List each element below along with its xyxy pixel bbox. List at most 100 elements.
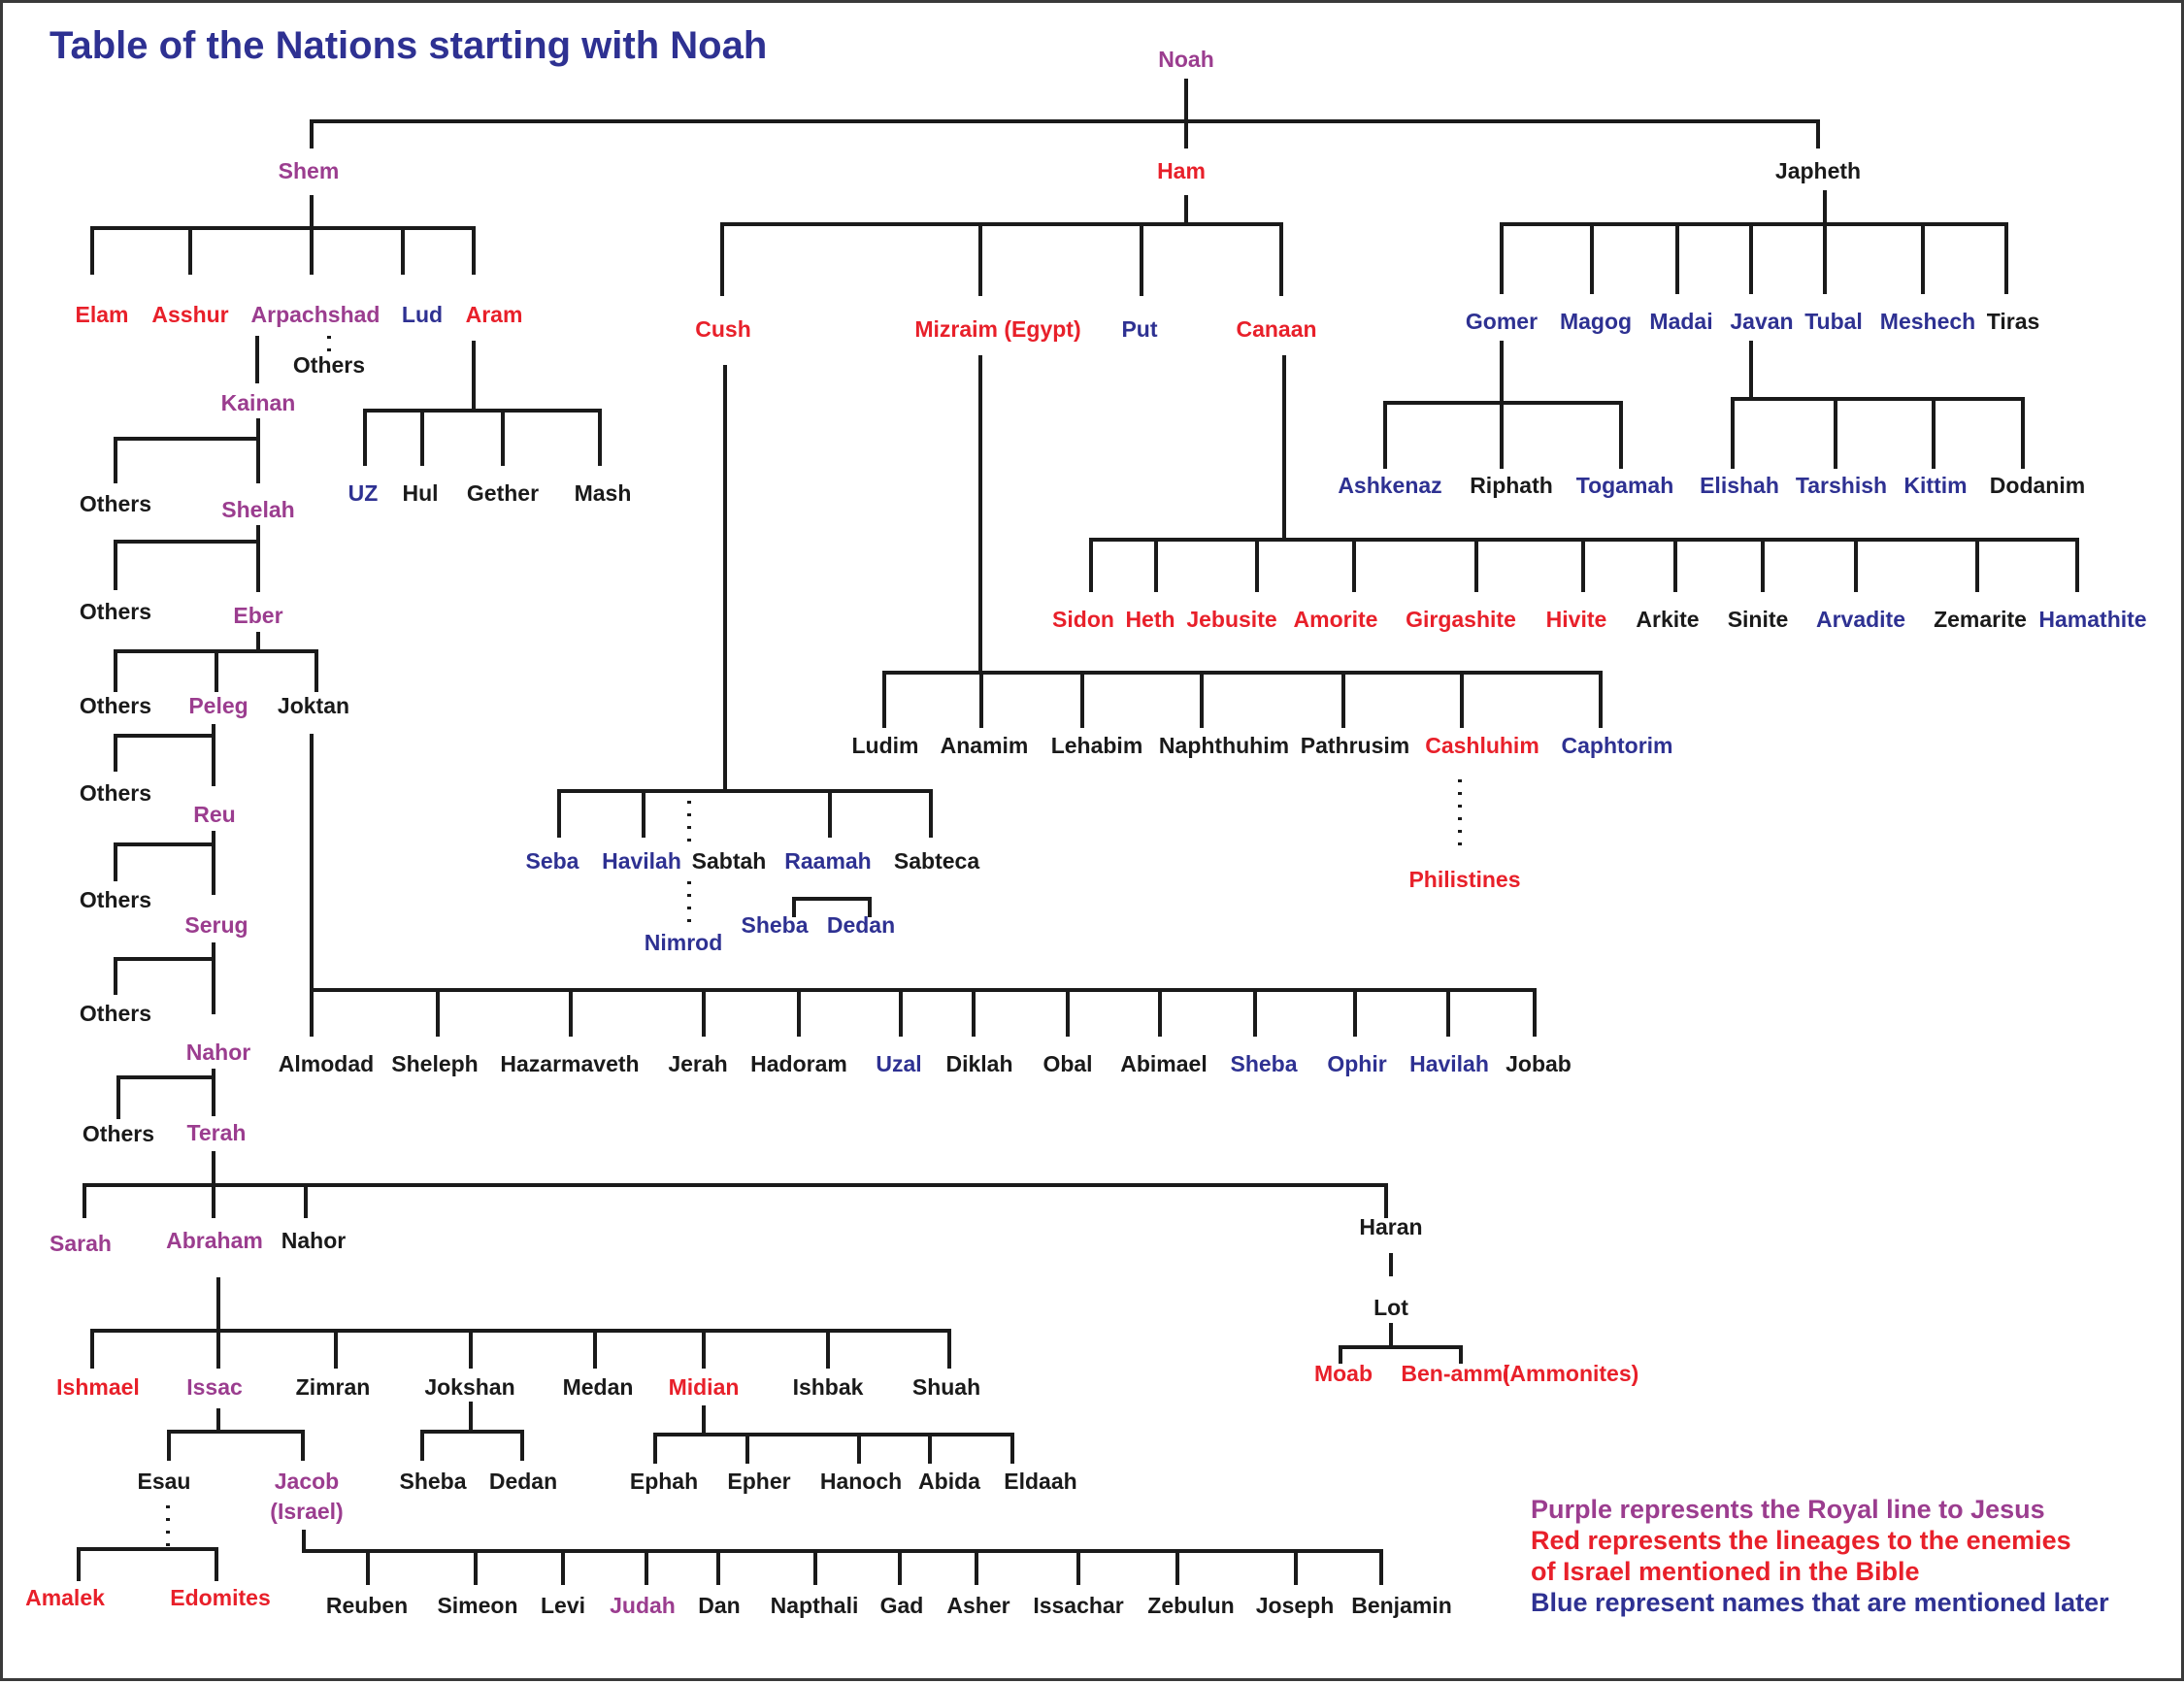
person-issac: Issac	[186, 1374, 243, 1400]
person-noah: Noah	[1158, 47, 1214, 72]
person-hanoch: Hanoch	[820, 1469, 902, 1494]
person-ham: Ham	[1157, 158, 1206, 183]
person-jokshan: Jokshan	[424, 1374, 514, 1400]
person-dedan-son-of-jokshan: Dedan	[489, 1469, 557, 1494]
person-nahor: Nahor	[186, 1040, 251, 1065]
legend-red-line1: Red represents the lineages to the enemi…	[1531, 1526, 2071, 1555]
person-madai: Madai	[1649, 309, 1712, 334]
person-levi: Levi	[541, 1593, 585, 1618]
person-medan: Medan	[563, 1374, 634, 1400]
person-lehabim: Lehabim	[1051, 733, 1143, 758]
person-kittim: Kittim	[1903, 473, 1967, 498]
person-nimrod: Nimrod	[645, 930, 723, 955]
person-ishbak: Ishbak	[793, 1374, 864, 1400]
person-others-shelah: Others	[80, 599, 151, 624]
person-caphtorim: Caphtorim	[1562, 733, 1673, 758]
person-anamim: Anamim	[941, 733, 1029, 758]
person-esau: Esau	[138, 1469, 191, 1494]
person-sabtah: Sabtah	[692, 848, 767, 874]
legend-red-line2: of Israel mentioned in the Bible	[1531, 1557, 1920, 1586]
person-abimael: Abimael	[1120, 1051, 1207, 1076]
person-tiras: Tiras	[1987, 309, 2040, 334]
person-hamathite: Hamathite	[2038, 607, 2146, 632]
person-sheba-son-of-jokshan: Sheba	[399, 1469, 466, 1494]
person-amalek: Amalek	[25, 1585, 105, 1610]
person-reu: Reu	[193, 802, 235, 827]
person-dan: Dan	[698, 1593, 740, 1618]
person-lud: Lud	[402, 302, 443, 327]
person-eldaah: Eldaah	[1004, 1469, 1076, 1494]
person-others-arpachshad: Others	[293, 352, 365, 378]
person-put: Put	[1121, 316, 1157, 342]
person-arkite: Arkite	[1636, 607, 1699, 632]
person-riphath: Riphath	[1470, 473, 1553, 498]
person-javan: Javan	[1730, 309, 1793, 334]
person-haran: Haran	[1359, 1214, 1422, 1239]
person-shuah: Shuah	[912, 1374, 980, 1400]
person-asshur: Asshur	[151, 302, 228, 327]
person-jebusite: Jebusite	[1186, 607, 1276, 632]
person-napthali: Napthali	[771, 1593, 859, 1618]
person-amorite: Amorite	[1294, 607, 1378, 632]
person-hadoram: Hadoram	[750, 1051, 847, 1076]
person-nahor-son-of-terah: Nahor	[281, 1228, 347, 1253]
person-pathrusim: Pathrusim	[1301, 733, 1409, 758]
person-joktan: Joktan	[278, 693, 349, 718]
person-uzal: Uzal	[876, 1051, 921, 1076]
person-benjamin: Benjamin	[1351, 1593, 1452, 1618]
person-seba: Seba	[526, 848, 579, 874]
person-ashkenaz: Ashkenaz	[1338, 473, 1441, 498]
person-dodanim: Dodanim	[1990, 473, 2085, 498]
person-almodad: Almodad	[279, 1051, 374, 1076]
person-sidon: Sidon	[1052, 607, 1114, 632]
person-cush: Cush	[695, 316, 751, 342]
person-arvadite: Arvadite	[1816, 607, 1905, 632]
person-naphthuhim: Naphthuhim	[1159, 733, 1289, 758]
person-mizraim: Mizraim (Egypt)	[914, 316, 1080, 342]
person-havilah-son-of-joktan: Havilah	[1409, 1051, 1489, 1076]
person-issachar: Issachar	[1033, 1593, 1123, 1618]
person-ephah: Ephah	[630, 1469, 698, 1494]
color-legend: Purple represents the Royal line to Jesu…	[1531, 1494, 2109, 1618]
person-diklah: Diklah	[945, 1051, 1012, 1076]
person-philistines: Philistines	[1408, 867, 1520, 892]
person-edomites: Edomites	[170, 1585, 271, 1610]
person-zemarite: Zemarite	[1934, 607, 2027, 632]
person-ophir: Ophir	[1327, 1051, 1386, 1076]
person-canaan: Canaan	[1236, 316, 1316, 342]
person-others-serug: Others	[80, 1001, 151, 1026]
person-serug: Serug	[184, 912, 248, 938]
person-zebulun: Zebulun	[1147, 1593, 1234, 1618]
person-others-nahor: Others	[83, 1121, 154, 1146]
person-sinite: Sinite	[1728, 607, 1789, 632]
person-tubal: Tubal	[1804, 309, 1863, 334]
person-moab: Moab	[1314, 1361, 1373, 1386]
person-tarshish: Tarshish	[1796, 473, 1887, 498]
person-abida: Abida	[918, 1469, 980, 1494]
person-hivite: Hivite	[1546, 607, 1607, 632]
person-shelah: Shelah	[221, 497, 294, 522]
person-shem: Shem	[279, 158, 340, 183]
person-simeon: Simeon	[437, 1593, 517, 1618]
person-zimran: Zimran	[296, 1374, 371, 1400]
person-magog: Magog	[1560, 309, 1632, 334]
person-kainan: Kainan	[221, 390, 296, 415]
person-others-reu: Others	[80, 887, 151, 912]
person-sheba-son-of-raamah: Sheba	[741, 912, 808, 938]
person-meshech: Meshech	[1880, 309, 1975, 334]
person-ludim: Ludim	[852, 733, 919, 758]
person-others-kainan: Others	[80, 491, 151, 516]
person-gad: Gad	[880, 1593, 924, 1618]
person-cashluhim: Cashluhim	[1425, 733, 1539, 758]
person-aram: Aram	[466, 302, 523, 327]
person-ben-ammi: Ben-ammi	[1401, 1361, 1508, 1386]
person-reuben: Reuben	[326, 1593, 408, 1618]
person-midian: Midian	[669, 1374, 740, 1400]
person-gomer: Gomer	[1466, 309, 1538, 334]
person-peleg: Peleg	[188, 693, 248, 718]
person-japheth: Japheth	[1775, 158, 1861, 183]
person-obal: Obal	[1042, 1051, 1092, 1076]
person-dedan-son-of-raamah: Dedan	[827, 912, 895, 938]
